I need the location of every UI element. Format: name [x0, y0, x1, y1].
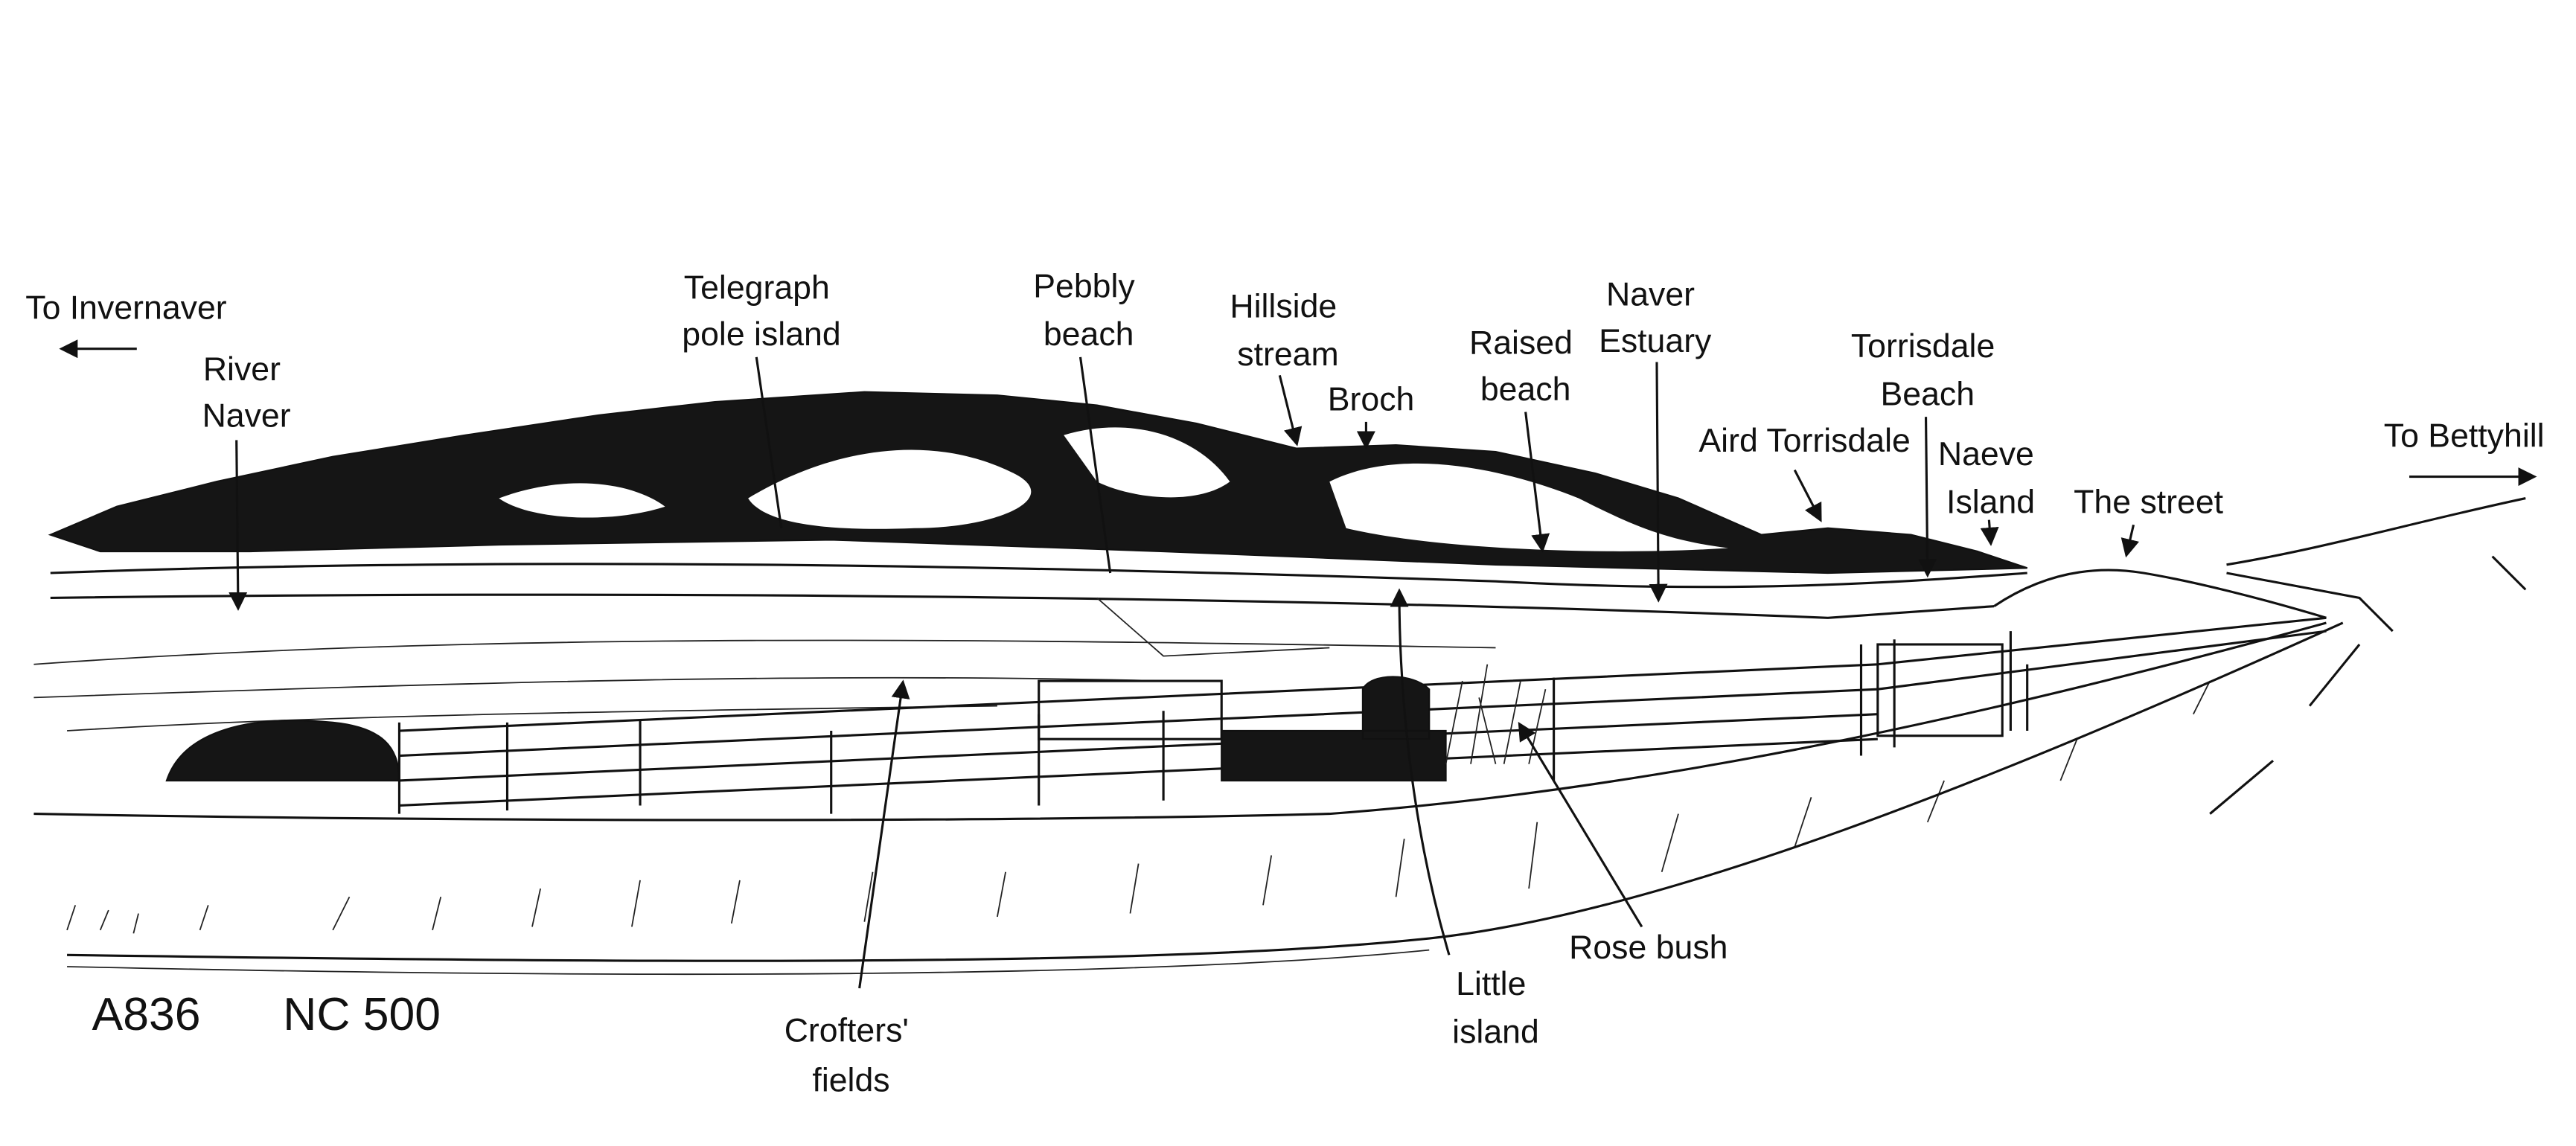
rose-bush	[1445, 664, 1547, 764]
label-aird-torrisdale: Aird Torrisdale	[1698, 423, 1910, 459]
road-edge	[67, 621, 2344, 962]
crofters-fields	[33, 597, 1496, 732]
pointer-pebbly-beach	[1078, 356, 1112, 574]
label-pebbly-beach: Pebbly beach	[1033, 269, 1144, 353]
little-island-tree	[1221, 676, 1447, 782]
stone-dyke	[165, 720, 400, 782]
road-route: NC 500	[283, 988, 441, 1040]
label-hillside-stream: Hillside stream	[1230, 288, 1346, 373]
label-telegraph-pole-island: Telegraph pole island	[682, 270, 840, 353]
label-broch: Broch	[1328, 381, 1415, 417]
bettyhill-ridge	[2226, 497, 2527, 633]
pointer-hillside-stream	[1278, 375, 1303, 446]
estuary-shore	[50, 563, 2027, 589]
label-the-street: The street	[2074, 484, 2224, 521]
label-river-naver: River Naver	[202, 351, 291, 434]
hill-snow-patches	[499, 427, 1728, 551]
label-naeve-island: Naeve Island	[1938, 436, 2043, 521]
pointer-naver-estuary	[1649, 362, 1668, 603]
dune-right	[1993, 569, 2327, 619]
label-little-island: Little island	[1452, 966, 1539, 1051]
pointer-rose-bush	[1518, 721, 1643, 928]
annotations: To Invernaver River Naver Telegraph pole…	[25, 269, 2544, 1099]
road-number: A836	[92, 988, 201, 1040]
pointer-river-naver	[228, 440, 248, 611]
pointer-the-street	[2120, 524, 2140, 558]
pointer-aird-torrisdale	[1793, 469, 1822, 522]
pointer-telegraph-pole-island	[755, 356, 783, 528]
pointer-torrisdale-beach	[1918, 417, 1937, 578]
label-to-invernaver: To Invernaver	[25, 290, 227, 327]
grass-verge	[66, 680, 2211, 934]
road-markings	[2209, 643, 2361, 815]
label-rose-bush: Rose bush	[1569, 929, 1728, 966]
foreground-ground	[33, 621, 2327, 822]
label-raised-beach: Raised beach	[1469, 324, 1582, 407]
pointer-little-island	[1390, 588, 1451, 955]
fence	[397, 616, 2327, 814]
label-to-bettyhill: To Bettyhill	[2384, 417, 2545, 454]
label-torrisdale-beach: Torrisdale Beach	[1851, 328, 2004, 413]
label-crofters-fields: Crofters' fields	[784, 1012, 918, 1098]
label-naver-estuary: Naver Estuary	[1599, 277, 1712, 359]
headland-hill	[48, 391, 2028, 574]
pointer-naeve-island	[1980, 519, 1999, 546]
pointer-crofters-fields	[858, 679, 910, 989]
pointer-raised-beach	[1524, 412, 1550, 553]
landscape	[33, 391, 2527, 976]
